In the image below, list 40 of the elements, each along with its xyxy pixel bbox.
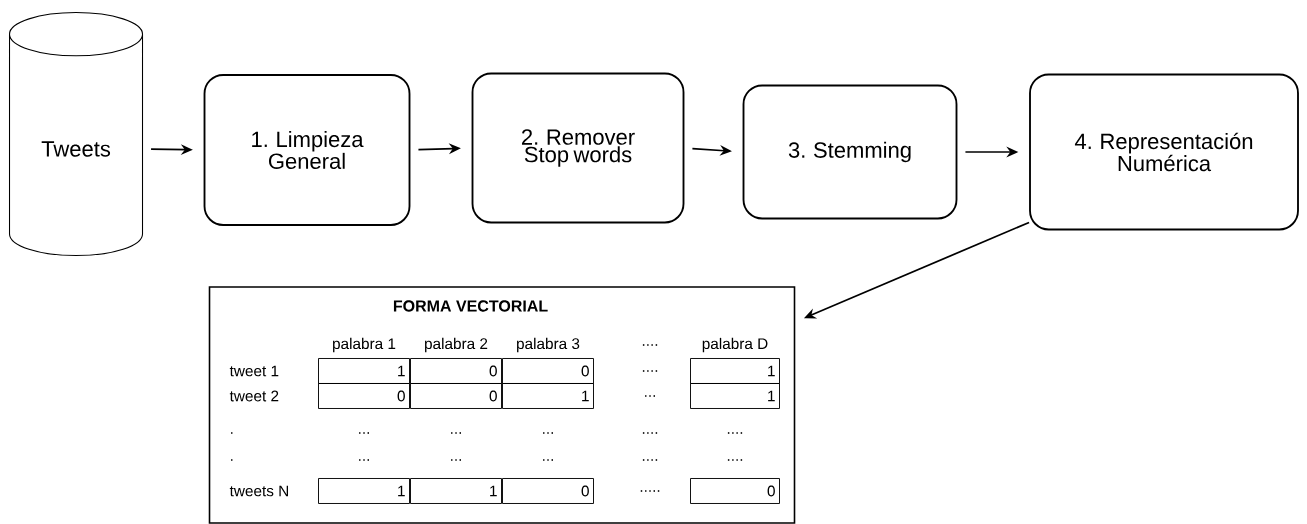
table-text: ...: [359, 459, 369, 461]
table-text: ...: [543, 459, 553, 461]
table-text: .....: [640, 490, 660, 492]
table-text: ....: [727, 432, 743, 434]
table-cell: 1: [690, 358, 780, 384]
table-cell: 1: [318, 358, 410, 384]
row-label: .: [231, 459, 233, 461]
row-label: .: [231, 432, 233, 434]
table-text: ....: [727, 459, 743, 461]
row-label: tweets N: [229, 485, 288, 497]
table-text: ....: [642, 370, 658, 372]
table-cell: 1: [410, 478, 502, 504]
column-header: palabra 2: [425, 337, 488, 353]
process-box: 4. Representación Numérica: [1029, 73, 1299, 231]
table-text: ....: [642, 459, 658, 461]
row-label: tweet 1: [229, 365, 279, 377]
row-label: tweet 2: [229, 390, 279, 402]
table-cell: 0: [410, 358, 502, 384]
table-cell: 1: [502, 383, 594, 409]
table-cell: 0: [318, 383, 410, 409]
table-text: ...: [645, 395, 655, 397]
table-text: ....: [642, 432, 658, 434]
table-cell: 1: [690, 383, 780, 409]
table-cell: 0: [502, 358, 594, 384]
table-cell: 1: [318, 478, 410, 504]
table-text: ...: [359, 432, 369, 434]
table-cell: 0: [502, 478, 594, 504]
column-header: palabra 3: [517, 337, 580, 353]
column-header: ....: [642, 344, 658, 346]
table-text: ...: [451, 459, 461, 461]
process-box: 2. Remover Stop words: [471, 72, 685, 224]
table-text: ...: [451, 432, 461, 434]
process-box: 3. Stemming: [742, 84, 958, 220]
column-header: palabra D: [702, 337, 768, 353]
column-header: palabra 1: [333, 337, 396, 353]
process-box: 1. Limpieza General: [203, 74, 411, 226]
table-cell: 0: [690, 478, 780, 504]
table-text: ...: [543, 432, 553, 434]
database-cylinder: Tweets: [8, 12, 144, 257]
table-cell: 0: [410, 383, 502, 409]
